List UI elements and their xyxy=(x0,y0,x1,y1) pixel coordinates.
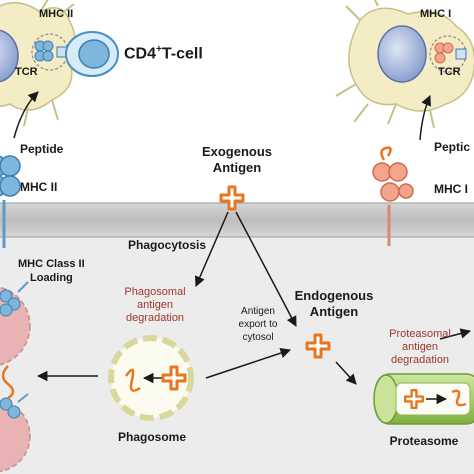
cd4-suffix: T-cell xyxy=(161,45,203,63)
mhc-class-ii-loading-vesicles xyxy=(0,281,31,473)
mhc-i-molecule-icon xyxy=(372,146,414,246)
antigen-export-label-2: export to xyxy=(238,319,278,330)
cd4-t-cell-label: CD4+T-cell xyxy=(124,44,203,63)
cd4-prefix: CD4 xyxy=(124,45,157,63)
phagosome-icon xyxy=(108,335,194,421)
mhc-ii-molecule-icon xyxy=(0,155,21,248)
mhc-ii-top-label: MHC II xyxy=(39,8,74,20)
cd4-superscript: + xyxy=(156,44,162,55)
cytosol-region xyxy=(0,236,474,474)
dendritic-cell-right-icon xyxy=(335,0,474,129)
arrow-phagocytosis xyxy=(194,211,229,287)
mhc-class-ii-label-2: Loading xyxy=(30,272,73,284)
tcr-right-label: TCR xyxy=(438,66,461,78)
antigen-export-label-1: Antigen xyxy=(241,306,275,317)
antigen-export-label-3: cytosol xyxy=(242,332,274,343)
peptide-squiggle-icon xyxy=(380,146,392,161)
peptide-left-label: Peptide xyxy=(20,142,64,156)
phagosomal-degradation-label-1: Phagosomal xyxy=(124,286,186,298)
mhc-i-membrane-label: MHC I xyxy=(434,182,468,196)
phagocytosis-label: Phagocytosis xyxy=(128,238,207,252)
arrow-proteasome-out xyxy=(439,328,472,340)
tcr-left-label: TCR xyxy=(15,66,38,78)
exogenous-antigen-label-1: Exogenous xyxy=(201,144,273,159)
mhc-i-top-label: MHC I xyxy=(420,8,452,20)
arrow-to-endogenous xyxy=(235,211,297,327)
arrow-to-proteasome xyxy=(335,361,357,385)
phagosomal-degradation-label-3: degradation xyxy=(125,312,185,324)
arrow-export-to-cytosol xyxy=(205,348,291,379)
plasma-membrane xyxy=(0,202,474,238)
endogenous-antigen-label-2: Antigen xyxy=(309,304,359,319)
proteasomal-degradation-label-1: Proteasomal xyxy=(389,328,451,340)
mhc-class-ii-label-1: MHC Class II xyxy=(18,258,85,270)
proteasome-icon xyxy=(373,373,474,425)
proteasomal-degradation-label-2: antigen xyxy=(401,341,439,353)
t-cell-icon xyxy=(65,31,119,77)
arrow-peptide-right-to-cell xyxy=(419,95,431,141)
dendritic-cell-icon xyxy=(0,0,89,127)
peptide-right-label: Peptic xyxy=(434,140,471,154)
endogenous-antigen-label-1: Endogenous xyxy=(294,288,374,303)
proteasomal-degradation-label-3: degradation xyxy=(390,354,450,366)
mhc-ii-membrane-label: MHC II xyxy=(20,180,58,194)
exogenous-antigen-label-2: Antigen xyxy=(212,160,262,175)
proteasome-label: Proteasome xyxy=(389,434,459,448)
arrow-peptide-to-cell xyxy=(13,91,39,139)
phagosomal-degradation-label-2: antigen xyxy=(136,299,174,311)
phagosome-label: Phagosome xyxy=(117,430,187,444)
